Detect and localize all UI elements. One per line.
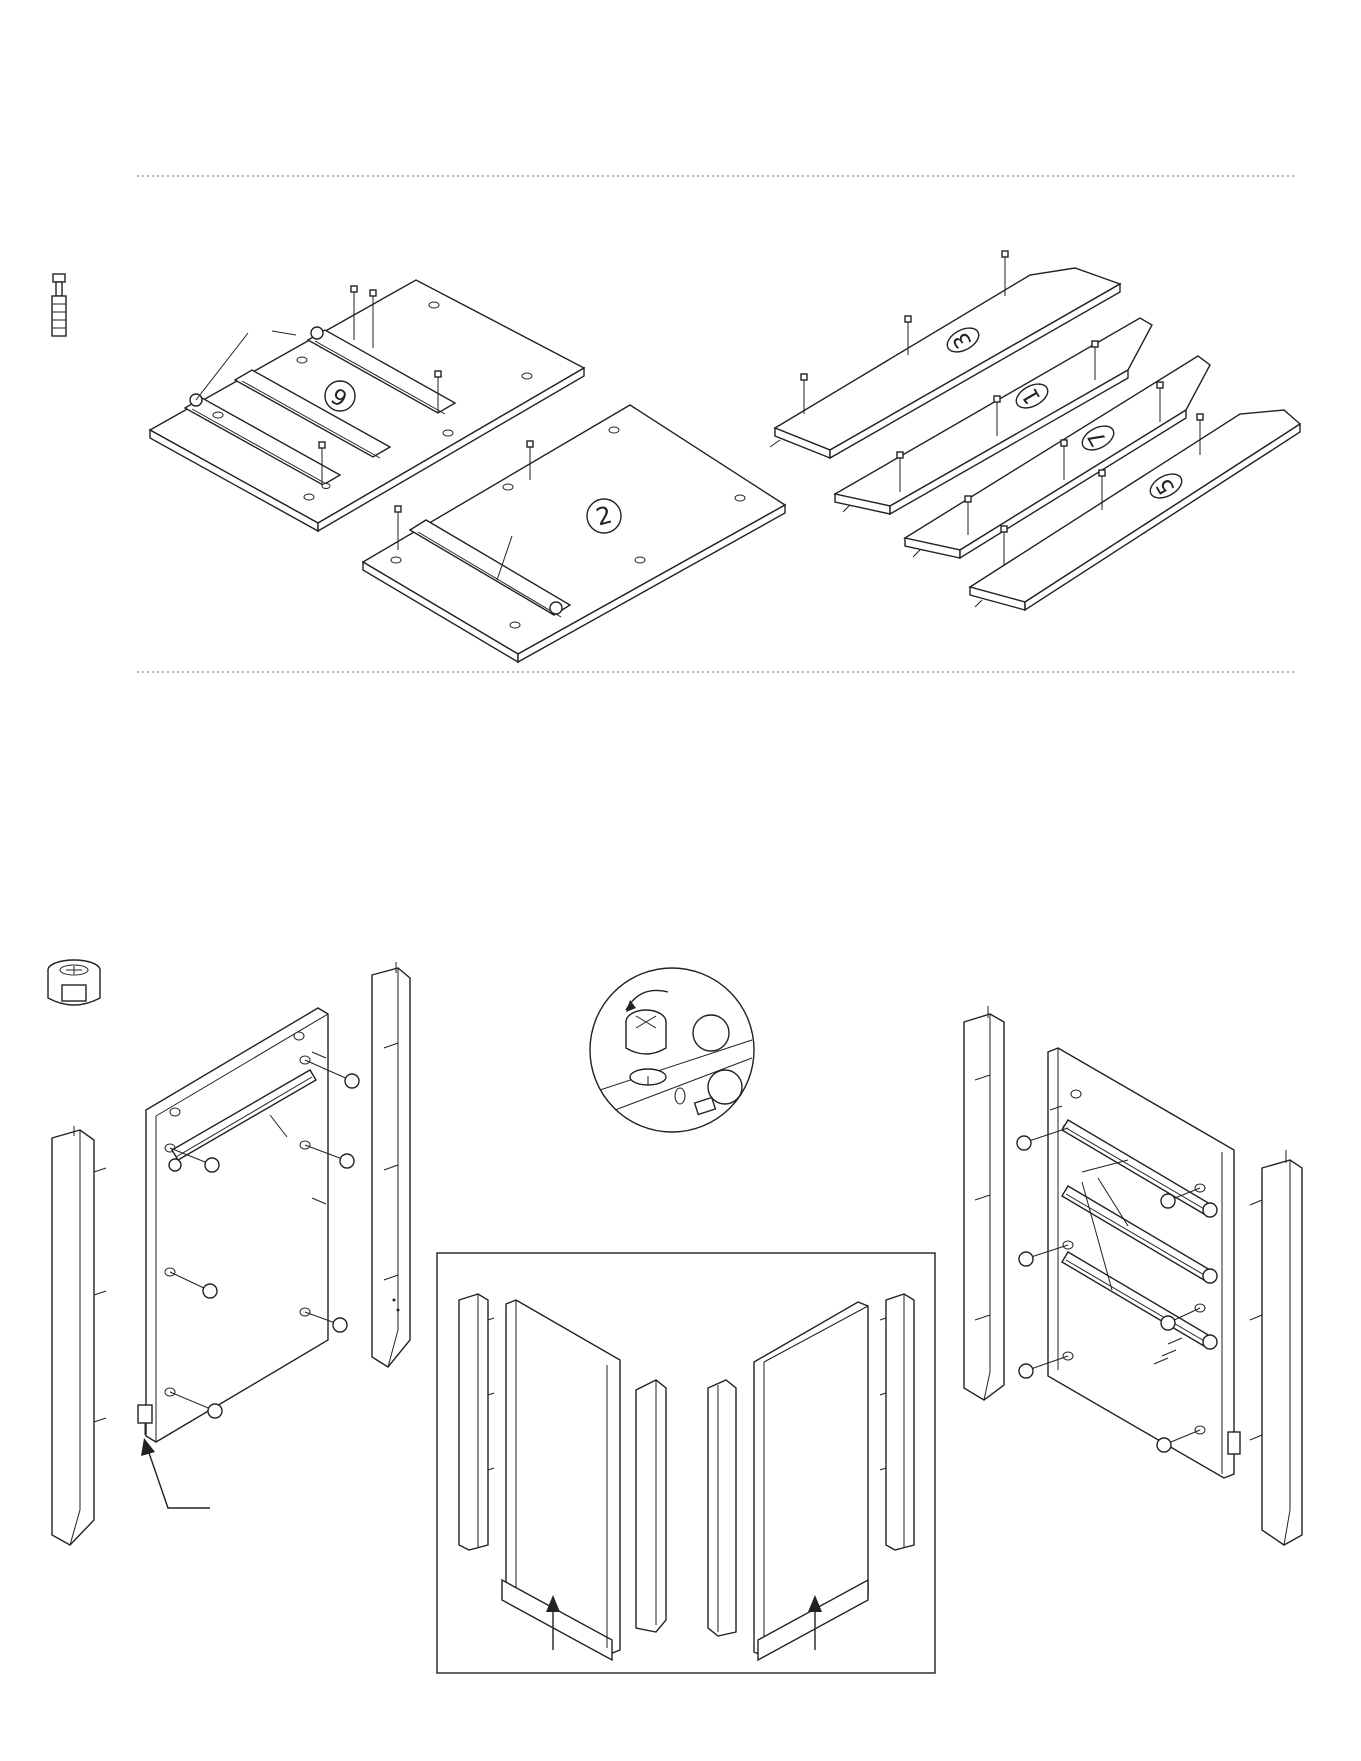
drawer-front-detail — [437, 1253, 935, 1673]
rail-3-drawing: 3 — [770, 251, 1120, 458]
cam-bolt-icon — [52, 274, 66, 336]
cam-lock-rotation-detail — [590, 968, 754, 1132]
left-assembly-drawing — [52, 962, 410, 1545]
cam-lock-icon — [48, 960, 100, 1005]
right-assembly-drawing — [964, 1006, 1302, 1545]
